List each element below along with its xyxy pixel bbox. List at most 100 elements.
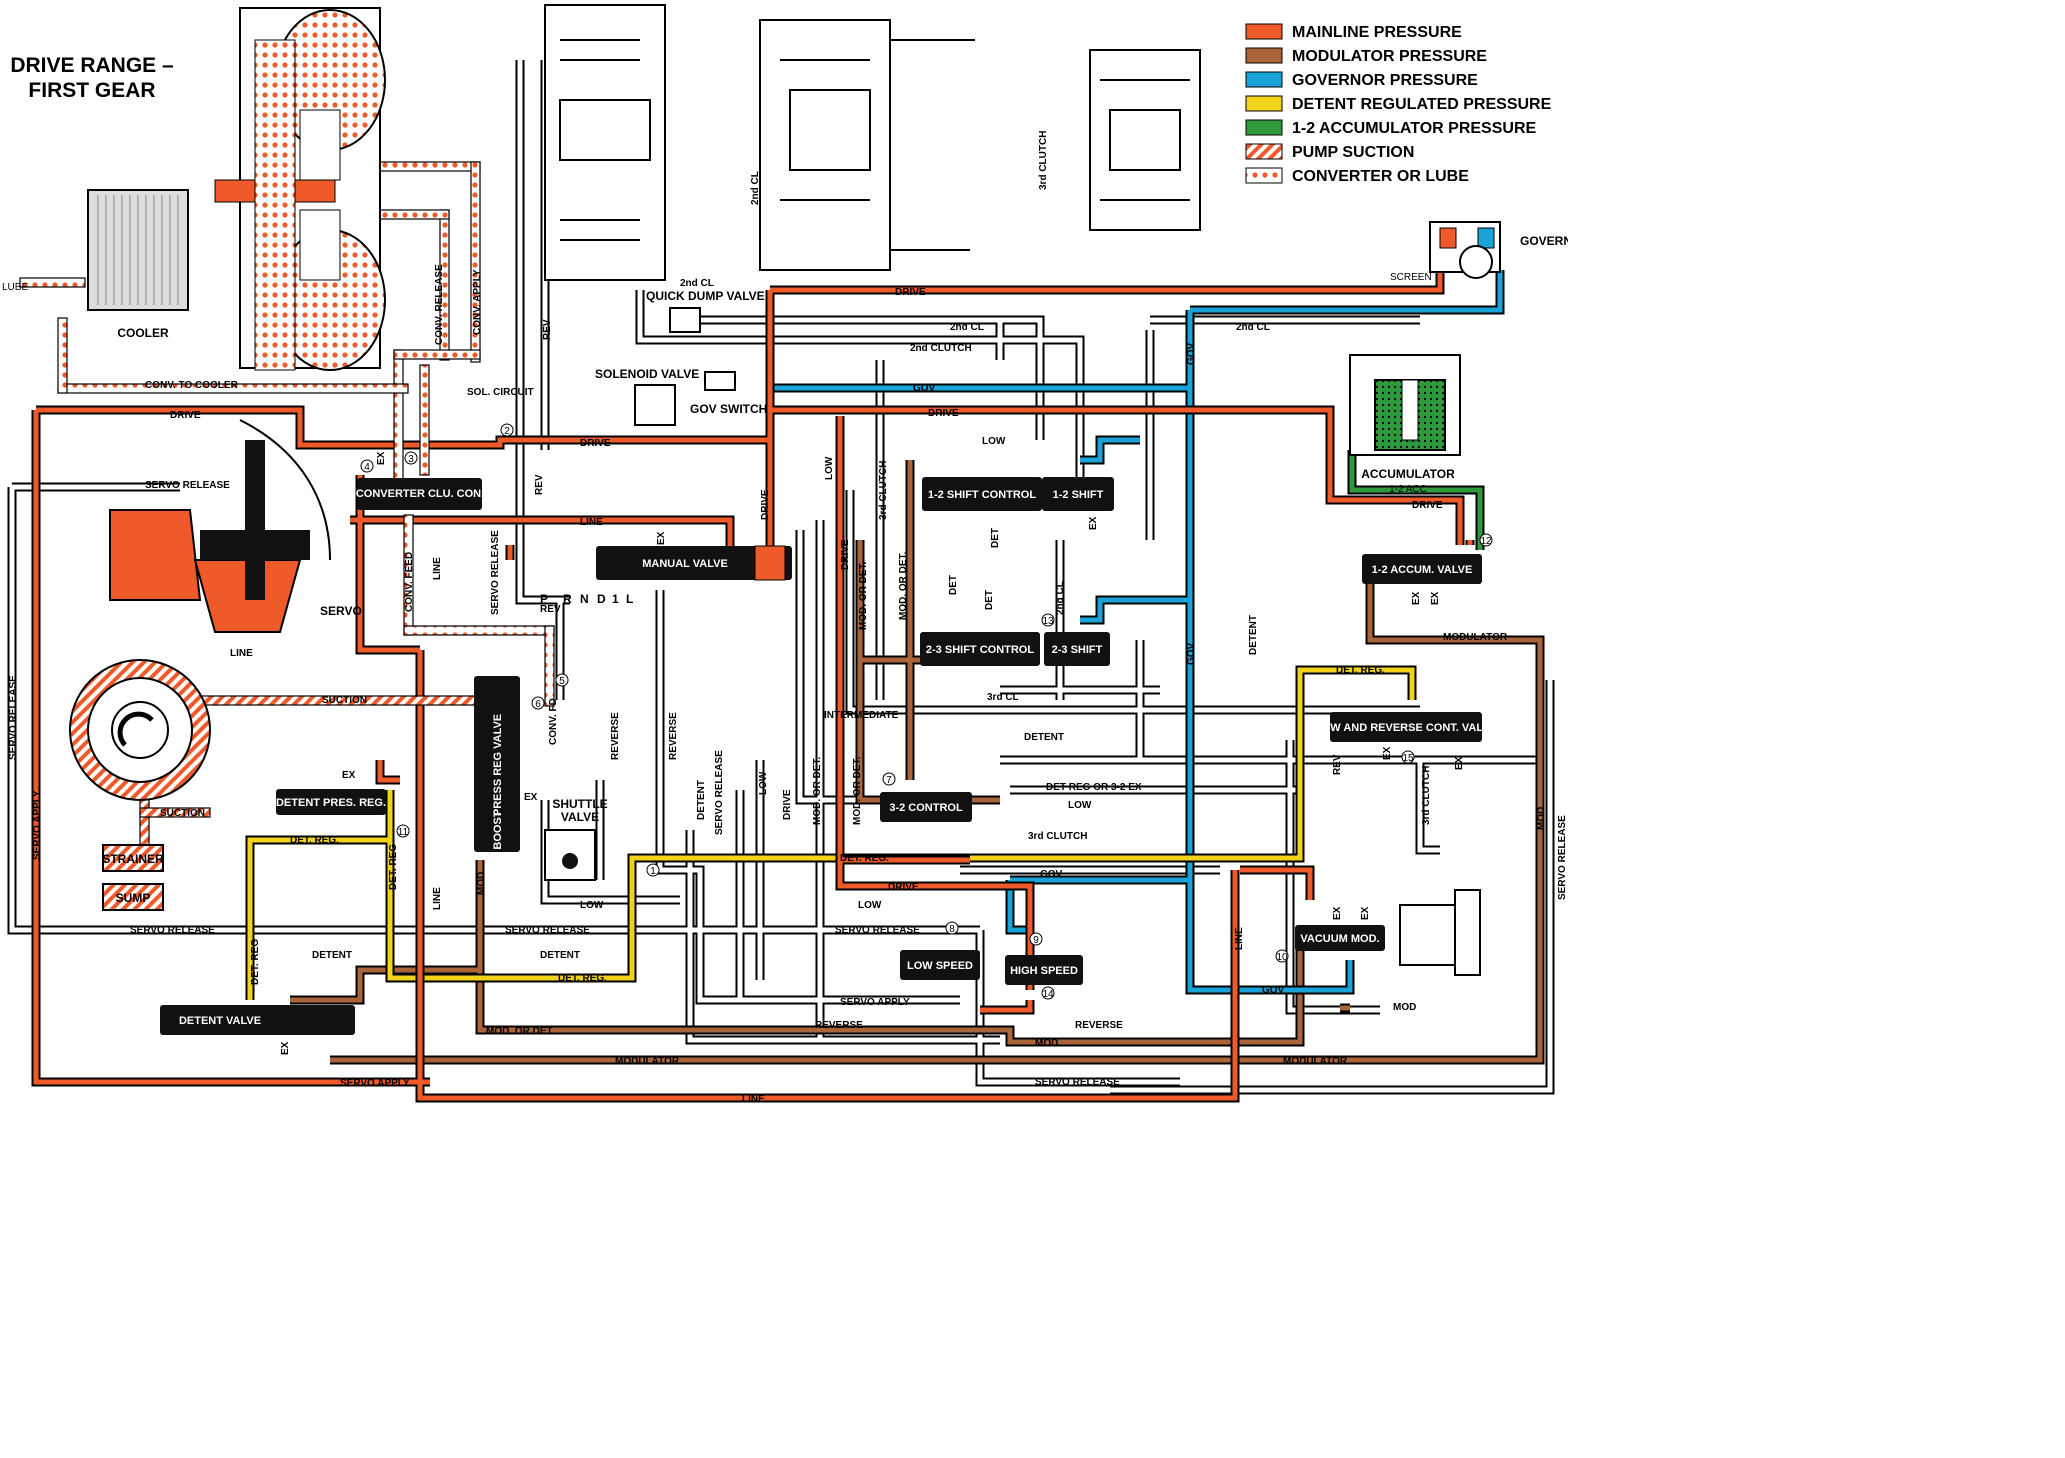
legend-label-accumulator: 1-2 ACCUMULATOR PRESSURE <box>1292 120 1537 137</box>
valve-detent: DETENT VALVE <box>179 1015 261 1027</box>
lbl-servo-release-1: SERVO RELEASE <box>145 480 230 491</box>
valve-bodies <box>160 477 1482 1035</box>
legend-swatch-lube <box>1245 167 1283 184</box>
svg-text:3: 3 <box>408 454 414 465</box>
lbl-rev-v2: REV <box>534 474 545 495</box>
converter-clu-body <box>357 478 482 510</box>
lbl-drive-4: DRIVE <box>928 408 959 419</box>
selector-p: P <box>540 592 548 606</box>
lbl-reverse-2: REVERSE <box>1075 1020 1123 1031</box>
lbl-low-3: LOW <box>982 436 1006 447</box>
lbl-ex-2: EX <box>656 531 667 545</box>
lbl-line-3: LINE <box>742 1094 765 1105</box>
marker-13: 13 <box>1041 613 1055 627</box>
lbl-rev-v1: REV <box>542 319 553 340</box>
lbl-mod-or-det-v4: MOD. OR DET. <box>852 756 863 825</box>
lbl-servo-release-v3: SERVO RELEASE <box>8 675 19 760</box>
lbl-3rd-cl: 3rd CL <box>987 692 1019 703</box>
valve-accum12: 1-2 ACCUM. VALVE <box>1372 564 1473 576</box>
valve-boost: BOOST <box>492 810 504 849</box>
lbl-det-reg-1: DET. REG. <box>290 835 339 846</box>
markers: 1 2 3 4 5 6 7 8 9 10 11 12 13 14 15 <box>360 423 1493 1000</box>
control32-body <box>880 792 972 822</box>
lbl-servo-release-4: SERVO RELEASE <box>835 925 920 936</box>
lbl-gov-2: GOV <box>913 383 936 394</box>
svg-text:11: 11 <box>398 827 409 838</box>
valve-shift23-control: 2-3 SHIFT CONTROL <box>926 644 1034 656</box>
lbl-ex-1: EX <box>376 451 387 465</box>
press-reg-body <box>474 676 520 852</box>
shuttle-label-2: VALVE <box>561 810 599 824</box>
svg-text:8: 8 <box>949 924 955 935</box>
lbl-det-v2: DET <box>984 590 995 610</box>
shift12-body <box>1042 477 1114 511</box>
lbl-3rd-clutch-v3: 3rd CLUTCH <box>1421 766 1432 825</box>
legend-swatch-suction <box>1245 143 1283 160</box>
manual-valve-port <box>754 545 786 581</box>
lbl-low-4: LOW <box>1068 800 1092 811</box>
legend-label-detent: DETENT REGULATED PRESSURE <box>1292 96 1552 113</box>
exhaust-passages-fill <box>9 60 1553 1093</box>
legend-label-lube: CONVERTER OR LUBE <box>1292 168 1469 185</box>
lbl-servo-apply-2: SERVO APPLY <box>340 1078 410 1089</box>
vacuum-modulator <box>1295 889 1481 976</box>
lbl-conv-apply: CONV. APPLY <box>472 269 483 335</box>
lbl-ex-11: EX <box>1332 906 1343 920</box>
lbl-det-v3: DET <box>990 528 1001 548</box>
selector-positions: P R N D 1 L <box>540 592 633 606</box>
lube-lines <box>19 161 555 707</box>
lbl-gov-v2: GOV <box>1186 642 1197 665</box>
lbl-line-2: LINE <box>230 648 253 659</box>
legend-label-modulator: MODULATOR PRESSURE <box>1292 48 1487 65</box>
solenoid-label: SOLENOID VALVE <box>595 367 699 381</box>
lbl-drive-2: DRIVE <box>580 438 611 449</box>
lbl-drive-v3: DRIVE <box>840 539 851 570</box>
lbl-reverse-v2: REVERSE <box>668 712 679 760</box>
marker-2: 2 <box>500 423 514 437</box>
title-line2: FIRST GEAR <box>28 79 155 102</box>
lbl-sol-circuit: SOL. CIRCUIT <box>467 387 534 398</box>
servo <box>109 419 331 633</box>
lbl-ex-6: EX <box>280 1041 291 1055</box>
lbl-reverse-1: REVERSE <box>815 1020 863 1031</box>
selector-l: L <box>626 592 633 606</box>
lbl-line-v3: LINE <box>1234 927 1245 950</box>
shuttle-valve <box>544 829 596 881</box>
marker-1: 1 <box>646 863 660 877</box>
lbl-3rd-clutch-v1: 3rd CLUTCH <box>878 461 889 520</box>
lbl-2nd-cl-1: 2nd CL <box>950 322 984 333</box>
solenoid-valve <box>634 371 736 426</box>
lbl-det-reg-3: DET. REG. <box>558 973 607 984</box>
marker-11: 11 <box>396 824 410 838</box>
lbl-mod-2: MOD <box>1393 1002 1416 1013</box>
valve-press-reg: PRESS REG VALVE <box>492 714 504 816</box>
legend-swatch-mainline <box>1245 23 1283 40</box>
lbl-ex-12: EX <box>1360 906 1371 920</box>
lbl-conv-to-cooler: CONV. TO COOLER <box>145 380 239 391</box>
valve-shift23: 2-3 SHIFT <box>1052 644 1103 656</box>
marker-9: 9 <box>1029 932 1043 946</box>
marker-6: 6 <box>531 696 545 710</box>
shift12-control-body <box>922 477 1042 511</box>
marker-10: 10 <box>1275 949 1289 963</box>
lbl-2nd-cl-3: 2nd CL <box>680 278 714 289</box>
lbl-servo-release-5: SERVO RELEASE <box>1035 1077 1120 1088</box>
clutch-drawing-3rd <box>1089 49 1201 231</box>
clutch-drawing-center <box>544 4 666 281</box>
high-speed-body <box>1005 955 1083 985</box>
lbl-det-reg-2: DET. REG. <box>840 853 889 864</box>
line-network <box>7 60 1555 1103</box>
mainline <box>33 272 1473 1101</box>
legend: MAINLINE PRESSURE MODULATOR PRESSURE GOV… <box>1245 23 1552 185</box>
lbl-gov-v1: GOV <box>1186 342 1197 365</box>
lbl-reverse-v1: REVERSE <box>610 712 621 760</box>
lbl-drive-1: DRIVE <box>170 410 201 421</box>
svg-text:14: 14 <box>1042 989 1054 1000</box>
selector-r: R <box>563 592 572 606</box>
legend-label-mainline: MAINLINE PRESSURE <box>1292 24 1462 41</box>
lbl-2nd-cl-2: 2nd CL <box>1236 322 1270 333</box>
cooler-label: COOLER <box>117 326 169 340</box>
lbl-mod-1: MOD <box>1035 1038 1058 1049</box>
marker-7: 7 <box>882 772 896 786</box>
line-labels: SERVO RELEASE DRIVE DRIVE DRIVE DRIVE DR… <box>8 131 1568 1105</box>
